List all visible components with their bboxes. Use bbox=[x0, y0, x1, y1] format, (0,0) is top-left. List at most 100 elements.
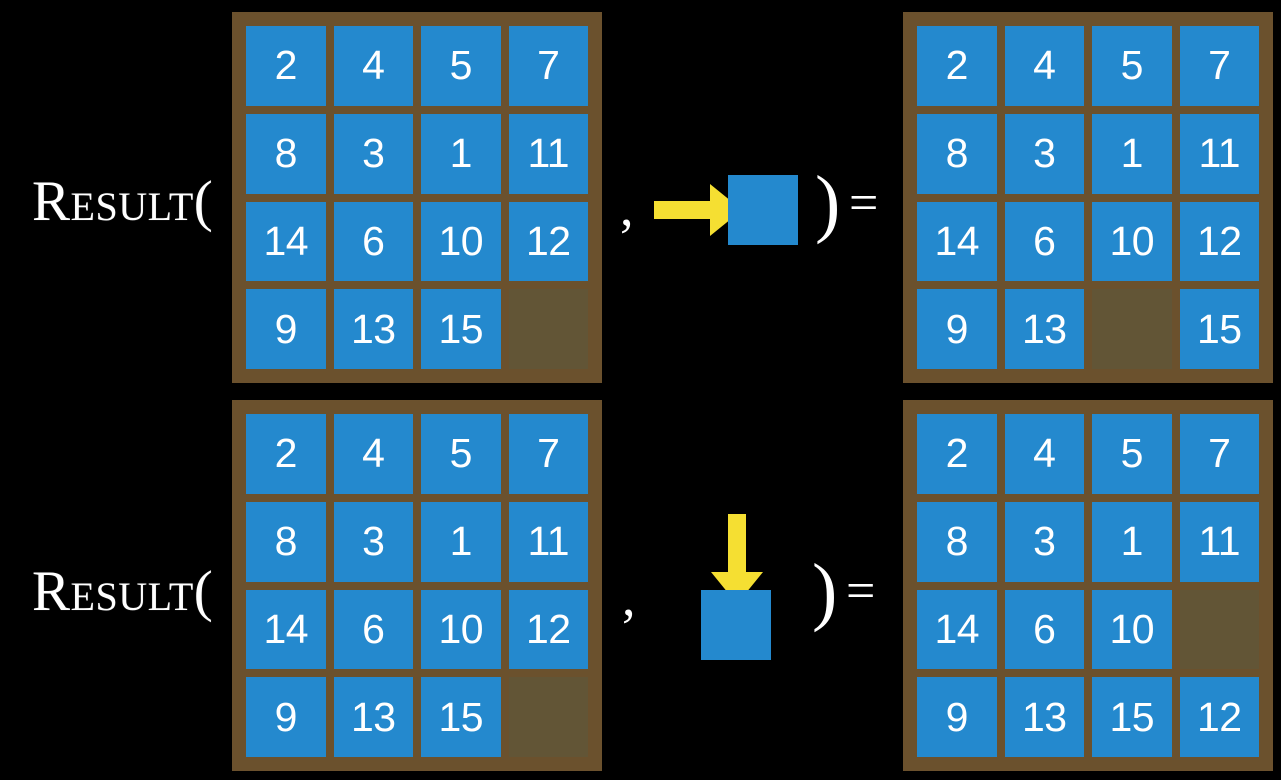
tile-cell: 5 bbox=[1092, 26, 1172, 106]
tile-cell: 3 bbox=[1004, 113, 1084, 194]
tile-number: 11 bbox=[527, 130, 570, 177]
blank-tile-icon bbox=[728, 175, 798, 245]
tile-cell: 8 bbox=[917, 113, 997, 194]
tile-cell: 13 bbox=[333, 289, 413, 369]
tile-cell: 9 bbox=[917, 677, 997, 757]
tile-cell: 6 bbox=[1004, 589, 1084, 670]
tile-number: 11 bbox=[1198, 518, 1241, 565]
tile-cell: 6 bbox=[333, 201, 413, 282]
close-paren-top: ) bbox=[815, 161, 841, 245]
tile-number: 8 bbox=[945, 518, 969, 565]
tile-cell: 12 bbox=[1179, 677, 1259, 757]
tile-number: 14 bbox=[934, 605, 980, 652]
tile-number: 9 bbox=[274, 305, 298, 352]
tile-cell: 4 bbox=[1004, 26, 1084, 106]
tile-cell: 3 bbox=[333, 501, 413, 582]
tile-cell: 9 bbox=[246, 677, 326, 757]
result-label-bottom: Result( bbox=[32, 560, 214, 623]
tile-cell: 7 bbox=[508, 26, 588, 106]
tile-cell: 6 bbox=[333, 589, 413, 670]
tile-cell: 4 bbox=[1004, 414, 1084, 494]
tile-number: 13 bbox=[350, 693, 396, 740]
empty-cell bbox=[508, 289, 588, 369]
tile-number: 1 bbox=[449, 130, 473, 177]
tile-number: 1 bbox=[1120, 130, 1144, 177]
input-board-top: 2 4 5 7 8 3 1 11 14 6 10 12 9 13 15 bbox=[232, 12, 602, 383]
tile-number: 4 bbox=[362, 42, 385, 89]
tile-number: 6 bbox=[362, 605, 385, 652]
tile-cell: 1 bbox=[1092, 113, 1172, 194]
tile-number: 4 bbox=[1033, 430, 1056, 477]
tile-number: 6 bbox=[362, 217, 385, 264]
tile-number: 1 bbox=[1120, 518, 1144, 565]
close-paren-bottom: ) bbox=[812, 549, 838, 633]
tile-number: 3 bbox=[362, 130, 385, 177]
tile-cell: 9 bbox=[246, 289, 326, 369]
tile-number: 14 bbox=[263, 605, 309, 652]
tile-cell: 14 bbox=[246, 201, 326, 282]
empty-cell bbox=[508, 677, 588, 757]
move-right-action bbox=[650, 168, 805, 250]
tile-cell: 10 bbox=[1092, 589, 1172, 670]
tile-cell: 7 bbox=[508, 414, 588, 494]
tile-number: 7 bbox=[1208, 430, 1231, 477]
tile-cell: 1 bbox=[1092, 501, 1172, 582]
tile-number: 15 bbox=[438, 693, 484, 740]
tile-cell: 5 bbox=[1092, 414, 1172, 494]
tile-cell: 12 bbox=[508, 589, 588, 670]
tile-cell: 13 bbox=[333, 677, 413, 757]
tile-cell: 12 bbox=[508, 201, 588, 282]
tile-number: 2 bbox=[945, 42, 969, 89]
tile-cell: 4 bbox=[333, 26, 413, 106]
tile-cell: 15 bbox=[1092, 677, 1172, 757]
tile-cell: 9 bbox=[917, 289, 997, 369]
tile-number: 8 bbox=[274, 130, 298, 177]
tile-cell: 14 bbox=[917, 201, 997, 282]
tile-cell: 1 bbox=[421, 113, 501, 194]
tile-number: 7 bbox=[537, 42, 560, 89]
tile-number: 15 bbox=[1109, 693, 1155, 740]
tile-number: 8 bbox=[945, 130, 969, 177]
tile-number: 10 bbox=[438, 217, 484, 264]
tile-number: 9 bbox=[945, 693, 969, 740]
tile-number: 15 bbox=[438, 305, 484, 352]
comma-separator-bottom: , bbox=[622, 567, 636, 627]
tile-number: 3 bbox=[1033, 130, 1056, 177]
tile-number: 14 bbox=[934, 217, 980, 264]
equals-sign-bottom: = bbox=[846, 563, 876, 620]
tile-number: 13 bbox=[350, 305, 396, 352]
input-board-bottom: 2 4 5 7 8 3 1 11 14 6 10 12 9 13 15 bbox=[232, 400, 602, 771]
tile-cell: 7 bbox=[1179, 414, 1259, 494]
tile-cell: 2 bbox=[246, 414, 326, 494]
equals-sign-top: = bbox=[849, 175, 879, 232]
output-board-top: 2 4 5 7 8 3 1 11 14 6 10 12 9 13 15 bbox=[903, 12, 1273, 383]
tile-number: 3 bbox=[362, 518, 385, 565]
tile-cell: 6 bbox=[1004, 201, 1084, 282]
arrow-down-icon bbox=[711, 514, 763, 604]
tile-number: 3 bbox=[1033, 518, 1056, 565]
empty-cell bbox=[1092, 289, 1172, 369]
tile-number: 13 bbox=[1021, 305, 1067, 352]
tile-number: 5 bbox=[449, 430, 473, 477]
tile-cell: 13 bbox=[1004, 677, 1084, 757]
tile-number: 4 bbox=[362, 430, 385, 477]
tile-cell: 8 bbox=[917, 501, 997, 582]
tile-number: 7 bbox=[1208, 42, 1231, 89]
tile-number: 9 bbox=[274, 693, 298, 740]
tile-cell: 5 bbox=[421, 26, 501, 106]
arrow-right-icon bbox=[654, 184, 742, 236]
tile-cell: 1 bbox=[421, 501, 501, 582]
tile-number: 8 bbox=[274, 518, 298, 565]
tile-number: 12 bbox=[525, 605, 571, 652]
tile-cell: 2 bbox=[917, 414, 997, 494]
tile-cell: 15 bbox=[421, 677, 501, 757]
tile-number: 6 bbox=[1033, 217, 1056, 264]
tile-number: 10 bbox=[1109, 217, 1155, 264]
tile-number: 10 bbox=[438, 605, 484, 652]
tile-number: 2 bbox=[274, 42, 298, 89]
tile-cell: 11 bbox=[1179, 113, 1259, 194]
tile-number: 5 bbox=[1120, 430, 1144, 477]
tile-cell: 2 bbox=[246, 26, 326, 106]
tile-number: 7 bbox=[537, 430, 560, 477]
